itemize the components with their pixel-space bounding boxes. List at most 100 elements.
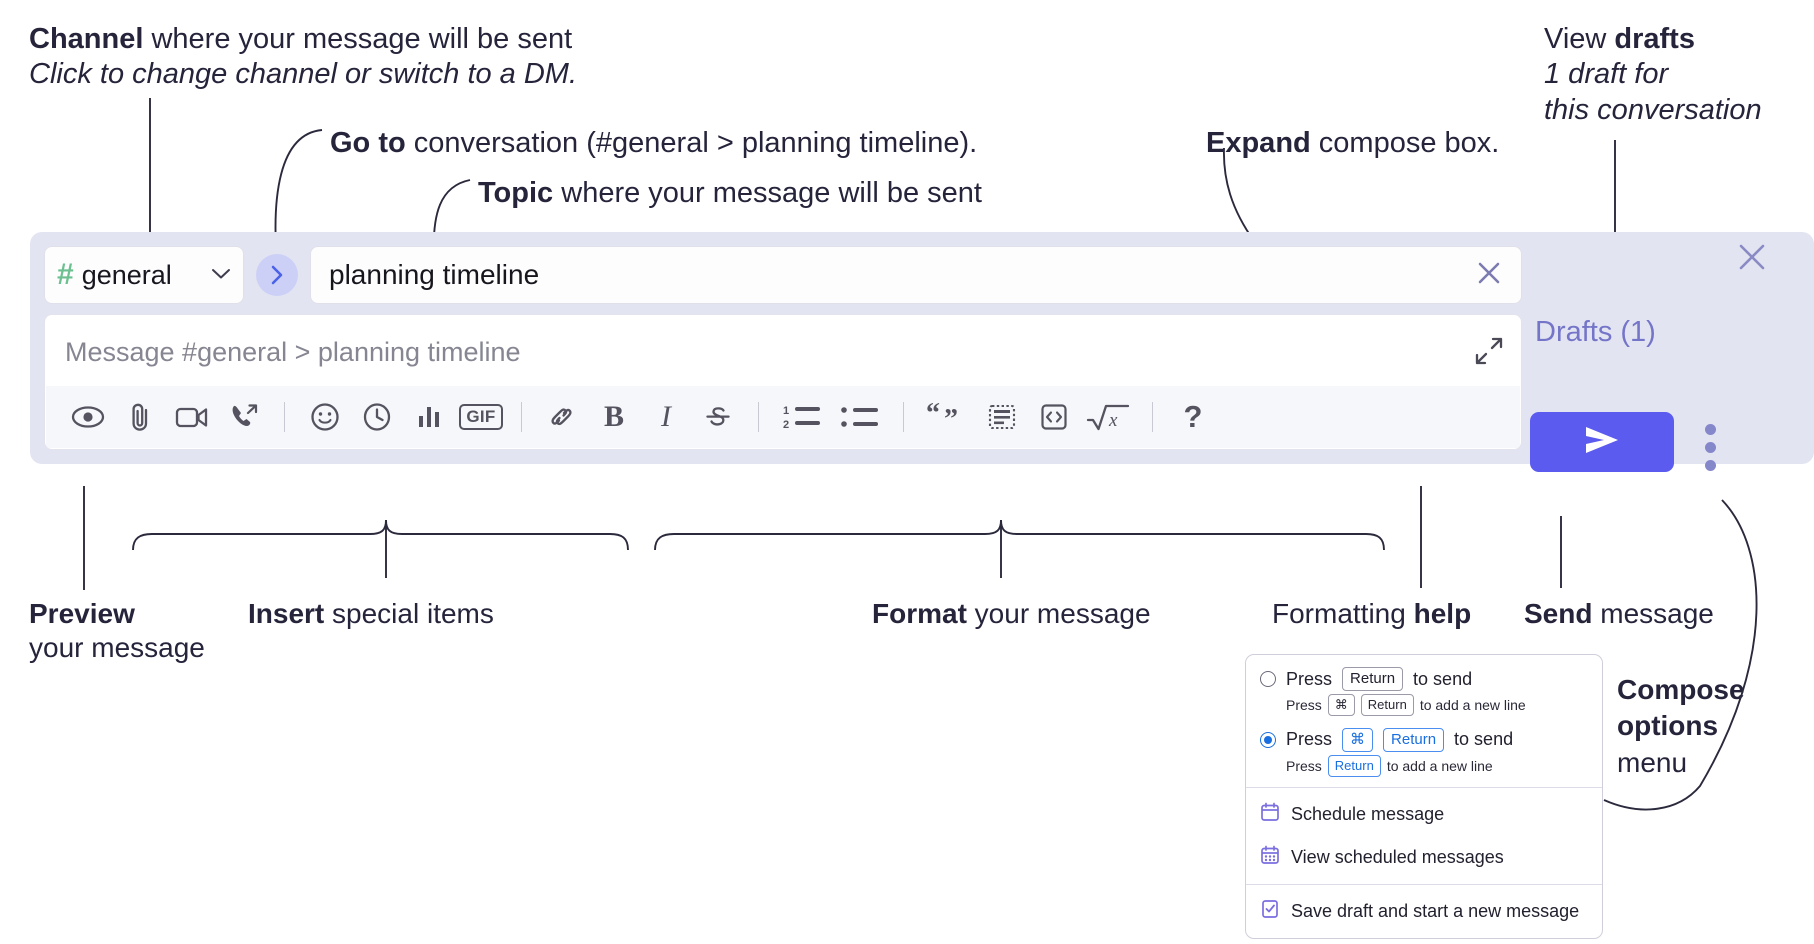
annotation-channel-sub: Click to change channel or switch to a D… [29, 58, 578, 91]
menu-item-label: Save draft and start a new message [1291, 900, 1580, 921]
annotation-send-bold: Send [1524, 598, 1593, 629]
topic-value: planning timeline [329, 259, 540, 290]
save-draft-icon [1260, 899, 1280, 924]
expand-icon[interactable] [1475, 337, 1503, 370]
chevron-right-icon [269, 264, 285, 286]
clock-icon[interactable] [351, 391, 403, 443]
preview-icon[interactable] [62, 391, 114, 443]
italic-label: I [661, 400, 671, 433]
annotation-help-bold: help [1413, 598, 1472, 629]
goto-conversation-button[interactable] [256, 254, 298, 296]
annotation-format: Format your message [872, 597, 1151, 631]
italic-icon[interactable]: I [640, 391, 692, 443]
drafts-link[interactable]: Drafts (1) [1535, 316, 1656, 349]
radio-button[interactable] [1260, 671, 1276, 688]
toolbar-separator [758, 402, 759, 432]
compose-header-row: # general planning timeline [44, 246, 1522, 304]
help-label: ? [1183, 399, 1203, 434]
annotation-drafts-sub1: 1 draft for [1544, 58, 1669, 91]
option1-key: Return [1342, 667, 1404, 692]
svg-text:x: x [1108, 410, 1118, 431]
close-icon[interactable] [1475, 259, 1503, 292]
channel-selector[interactable]: # general [44, 246, 244, 304]
send-button[interactable] [1530, 412, 1674, 472]
hash-icon: # [57, 258, 74, 291]
option2-pre: Press [1286, 729, 1333, 750]
gif-label: GIF [459, 404, 503, 430]
toolbar-separator [284, 402, 285, 432]
annotation-preview: Preview your message [29, 597, 205, 665]
link-icon[interactable] [536, 391, 588, 443]
compose-options-menu: Press Return to send Press ⌘ Return to a… [1245, 654, 1603, 939]
option1-sub-key2: Return [1360, 694, 1414, 716]
annotation-drafts-sub2: this conversation [1544, 93, 1762, 126]
option2-sub-pre: Press [1286, 757, 1322, 774]
code-block-icon[interactable] [976, 391, 1028, 443]
annotation-channel-bold: Channel [29, 23, 144, 55]
option2-post: to send [1454, 729, 1514, 750]
bold-label: B [603, 400, 624, 433]
message-placeholder: Message #general > planning timeline [65, 337, 521, 367]
menu-item-label: Schedule message [1291, 803, 1445, 824]
message-input-area[interactable]: Message #general > planning timeline [44, 314, 1522, 450]
attachment-icon[interactable] [114, 391, 166, 443]
option2-key1: ⌘ [1342, 727, 1374, 753]
toolbar-separator [521, 402, 522, 432]
audio-call-icon[interactable] [218, 391, 270, 443]
annotation-insert-bold: Insert [248, 598, 325, 629]
annotation-channel-rest: where your message will be sent [143, 23, 573, 55]
poll-icon[interactable] [403, 391, 455, 443]
menu-divider [1246, 883, 1602, 885]
option2-key2: Return [1383, 727, 1445, 753]
option2-sub-key: Return [1327, 755, 1381, 777]
annotation-format-bold: Format [872, 598, 967, 629]
chevron-down-icon [211, 265, 231, 285]
bulleted-list-icon[interactable] [831, 391, 889, 443]
toolbar-separator [1152, 402, 1153, 432]
bold-icon[interactable]: B [588, 391, 640, 443]
math-icon[interactable]: x [1080, 391, 1138, 443]
option1-hint: Press ⌘ Return to add a new line [1246, 694, 1602, 716]
topic-field[interactable]: planning timeline [310, 246, 1522, 304]
kebab-dot [1705, 424, 1716, 435]
calendar-grid-icon [1260, 845, 1280, 870]
annotation-goto-bold: Go to [330, 127, 406, 159]
annotation-goto: Go to conversation (#general > planning … [330, 126, 977, 161]
option1-sub-pre: Press [1286, 697, 1322, 714]
option1-post: to send [1413, 668, 1473, 689]
radio-button-selected[interactable] [1260, 731, 1276, 748]
menu-item-schedule-message[interactable]: Schedule message [1246, 793, 1602, 836]
kebab-dot [1705, 460, 1716, 471]
menu-divider [1246, 786, 1602, 788]
toolbar-separator [903, 402, 904, 432]
svg-text:“: “ [926, 403, 940, 429]
annotation-topic: Topic where your message will be sent [478, 176, 982, 211]
option-press-return[interactable]: Press Return to send [1246, 667, 1602, 692]
annotation-preview-sub: your message [29, 632, 205, 664]
menu-item-view-scheduled[interactable]: View scheduled messages [1246, 836, 1602, 879]
option1-pre: Press [1286, 668, 1333, 689]
compose-options-button[interactable] [1705, 424, 1716, 471]
close-compose-icon[interactable] [1735, 240, 1769, 279]
video-icon[interactable] [166, 391, 218, 443]
option2-sub-post: to add a new line [1386, 757, 1493, 774]
annotation-topic-rest: where your message will be sent [553, 177, 982, 209]
code-icon[interactable] [1028, 391, 1080, 443]
emoji-icon[interactable] [299, 391, 351, 443]
annotation-expand-bold: Expand [1206, 127, 1311, 159]
drafts-label: Drafts (1) [1535, 316, 1656, 348]
help-icon[interactable]: ? [1167, 391, 1219, 443]
option-press-cmd-return[interactable]: Press ⌘ Return to send [1246, 727, 1602, 753]
blockquote-icon[interactable]: “” [918, 391, 976, 443]
gif-icon[interactable]: GIF [455, 391, 507, 443]
annotation-send: Send message [1524, 597, 1714, 631]
annotation-preview-bold: Preview [29, 598, 135, 629]
option2-hint: Press Return to add a new line [1246, 755, 1602, 777]
svg-text:1: 1 [783, 405, 789, 417]
menu-item-save-draft[interactable]: Save draft and start a new message [1246, 890, 1602, 933]
strikethrough-icon[interactable] [692, 391, 744, 443]
annotation-drafts: View drafts 1 draft for this conversatio… [1544, 22, 1762, 128]
svg-text:”: ” [944, 404, 958, 431]
